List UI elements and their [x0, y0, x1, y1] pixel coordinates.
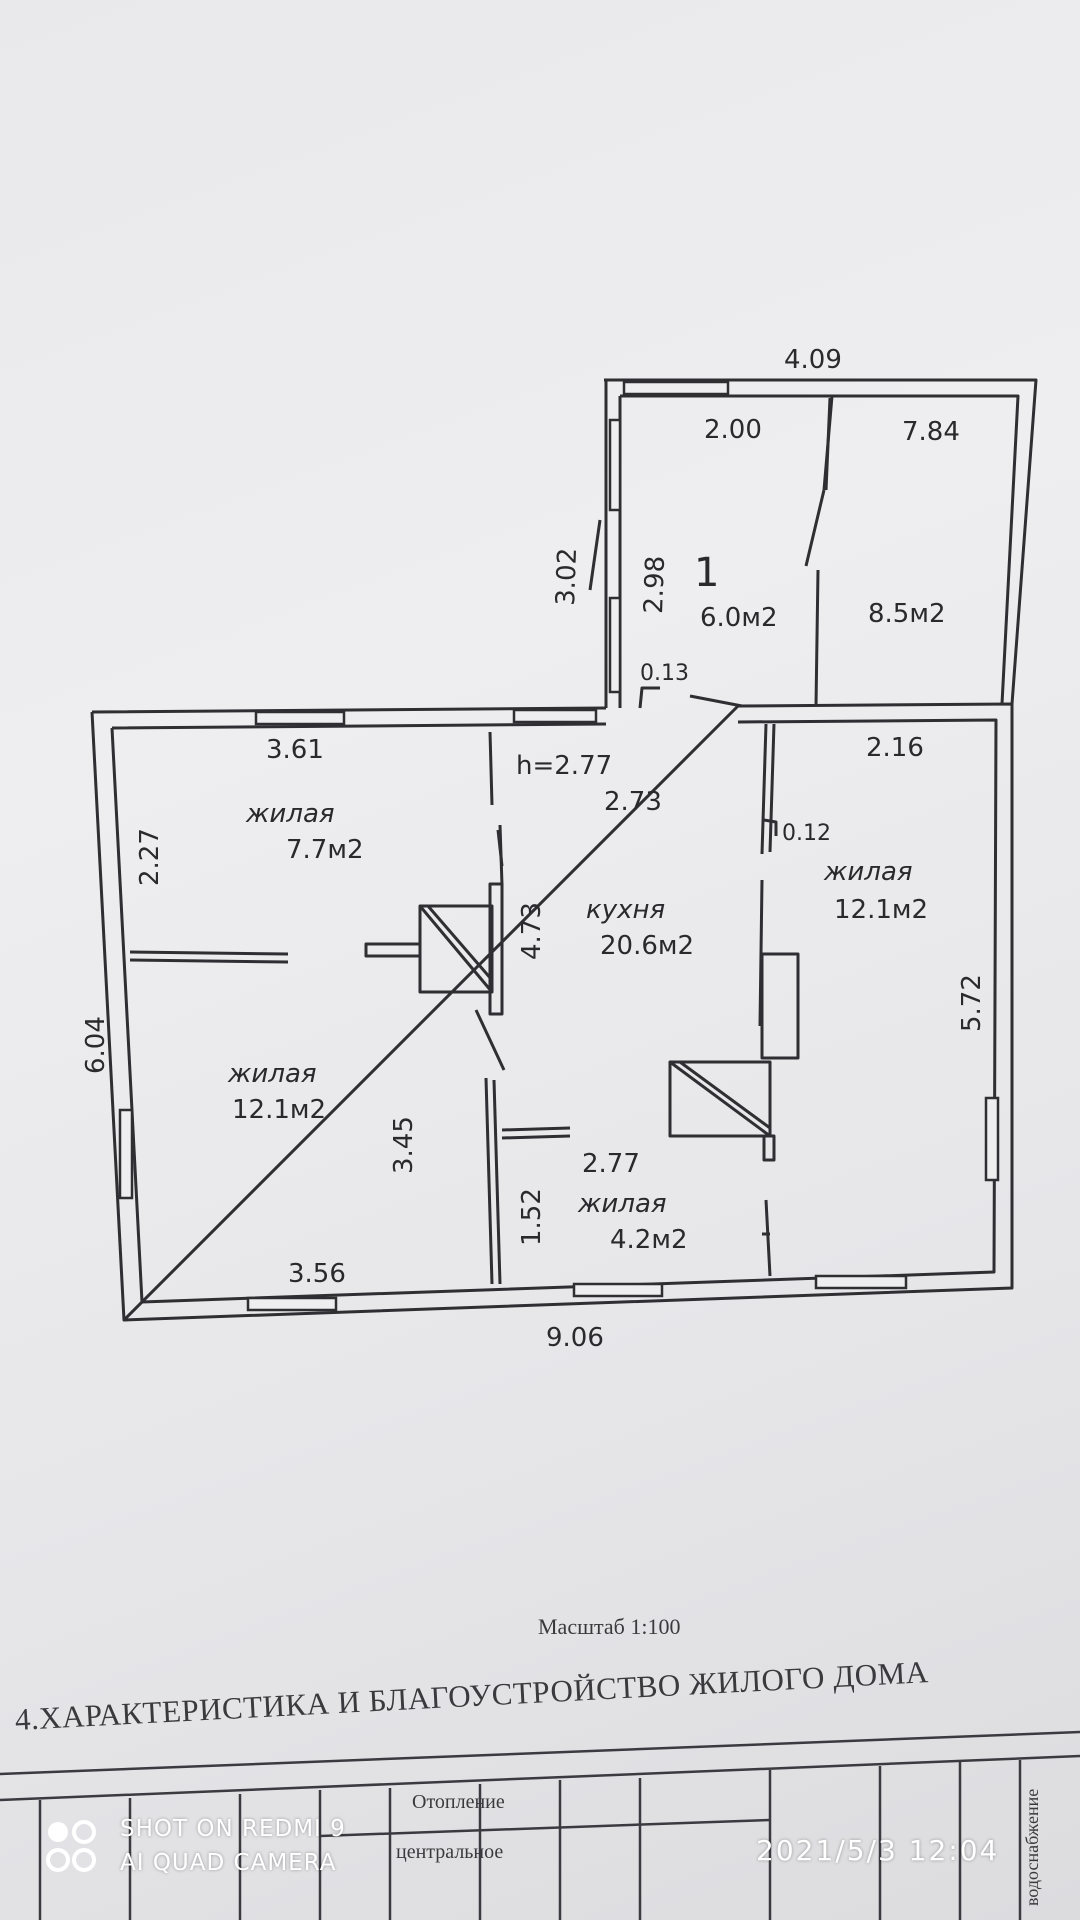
kitchen-name: кухня [586, 895, 665, 925]
watermark-timestamp: 2021/5/3 12:04 [756, 1834, 1000, 1867]
window [984, 1096, 1000, 1182]
main-inner-wall [110, 718, 998, 1304]
room-sw-name: жилая [227, 1059, 317, 1089]
dim-room-s-width: 2.77 [582, 1149, 640, 1179]
dim-ceiling: h=2.77 [516, 751, 612, 781]
dim-door-east: 0.12 [782, 821, 831, 846]
room-nw-name: жилая [245, 799, 335, 829]
annex-right-area: 8.5м2 [868, 599, 946, 629]
watermark-device: SHOT ON REDMI 9 [120, 1816, 346, 1842]
annex-left-area: 6.0м2 [700, 603, 778, 633]
dim-annex-left: 2.00 [704, 415, 762, 445]
watermark-camera: AI QUAD CAMERA [120, 1850, 337, 1876]
heating-value: центральное [396, 1841, 503, 1863]
dim-room-ne-width: 2.16 [866, 733, 924, 763]
dim-west-wall: 6.04 [81, 1016, 111, 1074]
dim-room-nw-width: 3.61 [266, 735, 324, 765]
dim-door-small: 0.13 [640, 661, 689, 686]
window [246, 1296, 338, 1312]
window [622, 380, 730, 396]
dim-room-s-height: 1.52 [517, 1188, 547, 1246]
water-header: водоснабжение [1022, 1789, 1042, 1906]
dim-room-nw-height: 2.27 [135, 828, 165, 886]
room-s-name: жилая [577, 1189, 667, 1219]
annex-number: 1 [694, 550, 719, 596]
dim-annex-height-outer: 3.02 [551, 547, 583, 606]
dim-kitchen-width: 2.73 [604, 787, 662, 817]
kitchen-area: 20.6м2 [600, 931, 694, 961]
room-sw-area: 12.1м2 [232, 1095, 326, 1125]
dim-room-sw-height: 3.45 [389, 1116, 419, 1174]
dim-annex-right: 7.84 [902, 417, 960, 447]
characteristics-table: Отопление центральное водоснабжение [0, 1730, 1080, 1920]
heating-header: Отопление [412, 1791, 505, 1813]
annex-outer-wall [604, 378, 1038, 708]
room-ne-name: жилая [823, 857, 913, 887]
walls [90, 378, 1038, 1322]
dim-stove: 4.73 [517, 902, 547, 960]
window [118, 1108, 134, 1200]
dimension-labels: 4.09 2.00 7.84 3.02 2.98 0.13 3.61 2.27 … [81, 345, 987, 1353]
window [814, 1274, 908, 1290]
dim-room-sw-width: 3.56 [288, 1259, 346, 1289]
dim-total-width: 9.06 [546, 1323, 604, 1353]
camera-logo-icon [44, 1818, 104, 1874]
window [512, 708, 598, 724]
room-ne-area: 12.1м2 [834, 895, 928, 925]
windows [118, 380, 1000, 1312]
scale-label: Масштаб 1:100 [538, 1614, 681, 1639]
window [608, 596, 622, 694]
dim-east-wall: 5.72 [957, 974, 987, 1032]
window [254, 710, 346, 726]
dim-annex-height-inner: 2.98 [639, 555, 671, 614]
main-outer-wall [91, 702, 1014, 1322]
dim-top-annex: 4.09 [784, 345, 842, 375]
main-outer-wall-west [90, 711, 126, 1321]
room-s-area: 4.2м2 [610, 1225, 688, 1255]
room-nw-area: 7.7м2 [286, 835, 364, 865]
window [572, 1282, 664, 1298]
window [608, 418, 622, 512]
room-labels: 1 6.0м2 8.5м2 жилая 7.7м2 кухня 20.6м2 ж… [227, 550, 946, 1255]
